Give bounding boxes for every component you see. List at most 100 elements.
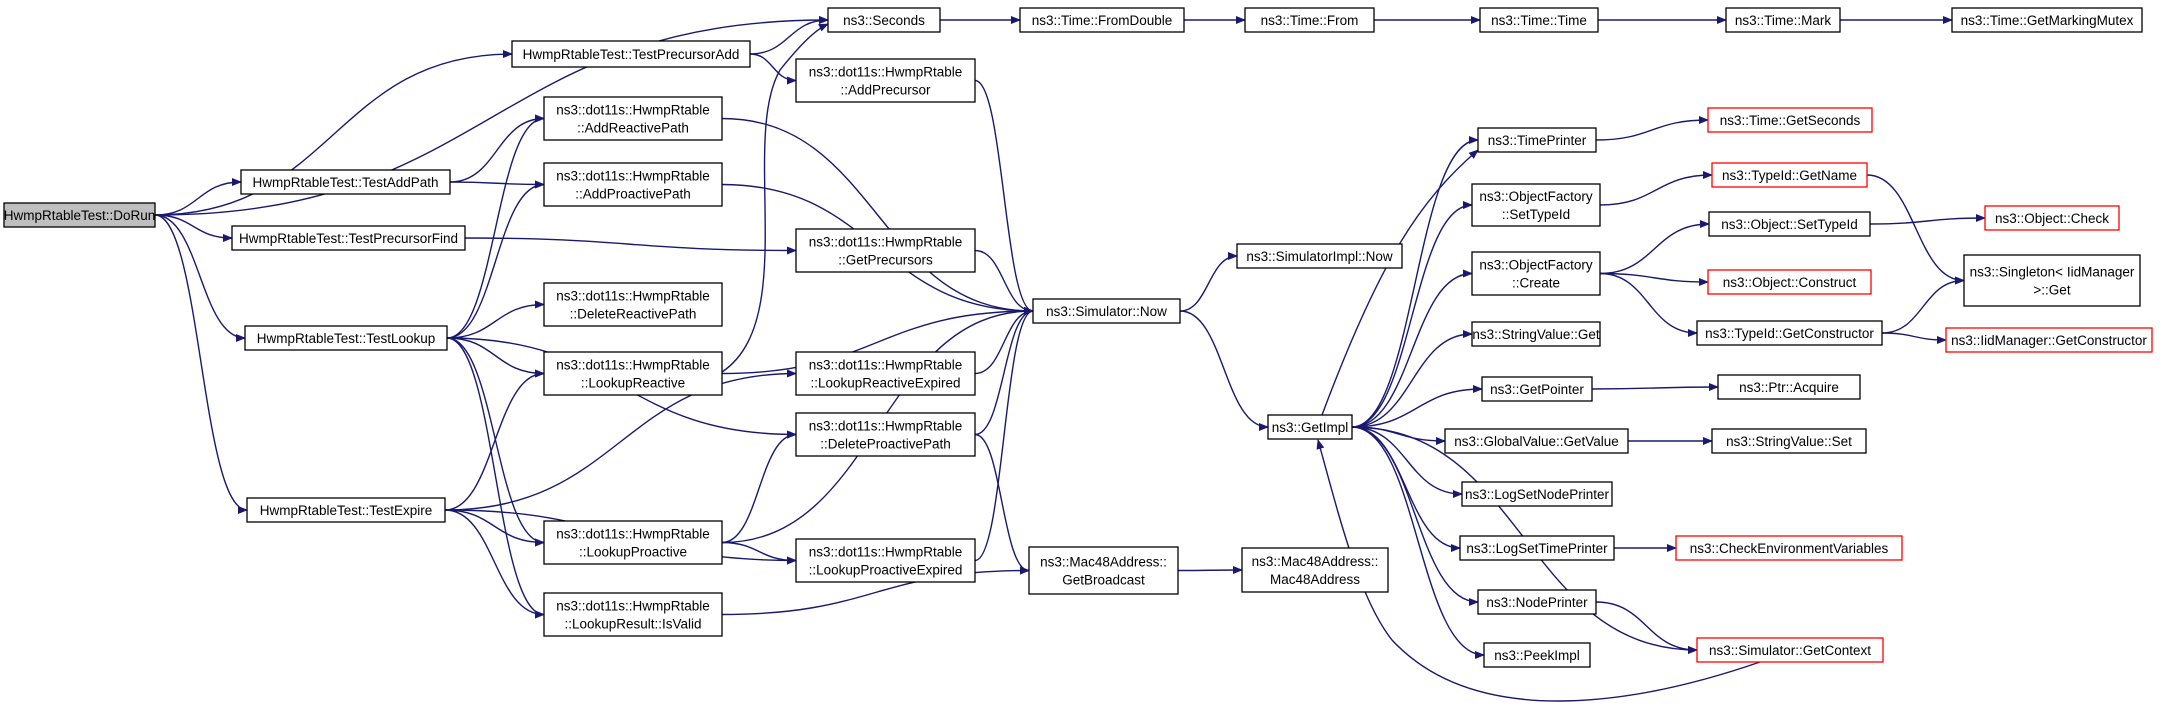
node-label: ns3::StringValue::Set bbox=[1726, 434, 1852, 449]
node-box bbox=[1725, 7, 1841, 33]
edge-testlookup-to-isvalid bbox=[446, 337, 545, 619]
edge-lookupproactive-to-lookupproactiveexpired bbox=[721, 541, 797, 565]
node-addprecursor[interactable]: ns3::dot11s::HwmpRtable::AddPrecursor bbox=[795, 58, 976, 103]
node-addreactivepath[interactable]: ns3::dot11s::HwmpRtable::AddReactivePath bbox=[543, 96, 723, 141]
node-label: ::DeleteProactivePath bbox=[820, 437, 951, 452]
node-getpointer[interactable]: ns3::GetPointer bbox=[1481, 376, 1593, 402]
node-simgetcontext[interactable]: ns3::Simulator::GetContext bbox=[1696, 637, 1884, 663]
node-label: ::LookupProactiveExpired bbox=[809, 563, 963, 578]
node-lookupproactive[interactable]: ns3::dot11s::HwmpRtable::LookupProactive bbox=[543, 520, 723, 565]
node-typeidgetconstructor[interactable]: ns3::TypeId::GetConstructor bbox=[1696, 320, 1883, 346]
node-timetime[interactable]: ns3::Time::Time bbox=[1479, 7, 1599, 33]
node-box bbox=[3, 202, 156, 228]
node-box bbox=[543, 96, 723, 141]
node-ofcreate[interactable]: ns3::ObjectFactory::Create bbox=[1471, 251, 1601, 296]
node-label: ns3::Ptr::Acquire bbox=[1739, 380, 1839, 395]
edge-getimpl-to-stringvalueget bbox=[1351, 330, 1473, 428]
node-layer: HwmpRtableTest::DoRunHwmpRtableTest::Tes… bbox=[3, 7, 2153, 668]
node-timeprinter[interactable]: ns3::TimePrinter bbox=[1477, 127, 1597, 153]
node-testexpire[interactable]: HwmpRtableTest::TestExpire bbox=[246, 497, 446, 523]
node-timemark[interactable]: ns3::Time::Mark bbox=[1725, 7, 1841, 33]
node-label: ::AddPrecursor bbox=[840, 83, 931, 98]
node-label: ns3::dot11s::HwmpRtable bbox=[556, 358, 710, 373]
node-deletereactivepath[interactable]: ns3::dot11s::HwmpRtable::DeleteReactiveP… bbox=[543, 282, 723, 327]
edge-dorun-to-seconds bbox=[154, 16, 829, 216]
node-label: ns3::Singleton< IidManager bbox=[1970, 265, 2135, 280]
node-mac48address[interactable]: ns3::Mac48Address::Mac48Address bbox=[1241, 547, 1389, 593]
node-testlookup[interactable]: HwmpRtableTest::TestLookup bbox=[244, 325, 448, 351]
node-settypeid[interactable]: ns3::ObjectFactory::SetTypeId bbox=[1471, 183, 1601, 227]
node-getbroadcast[interactable]: ns3::Mac48Address::GetBroadcast bbox=[1028, 546, 1179, 595]
edge-lookupreactive-to-simnow bbox=[721, 307, 1034, 375]
node-box bbox=[511, 40, 751, 68]
node-box bbox=[795, 351, 976, 396]
node-label: HwmpRtableTest::DoRun bbox=[4, 208, 156, 223]
node-box bbox=[543, 351, 723, 396]
node-box bbox=[795, 228, 976, 273]
node-getmarkingmutex[interactable]: ns3::Time::GetMarkingMutex bbox=[1951, 7, 2143, 33]
node-globalvaluegetvalue[interactable]: ns3::GlobalValue::GetValue bbox=[1444, 428, 1629, 454]
edge-addprecursor-to-simnow bbox=[974, 79, 1034, 315]
node-addproactivepath[interactable]: ns3::dot11s::HwmpRtable::AddProactivePat… bbox=[543, 162, 723, 207]
node-box bbox=[1241, 547, 1389, 593]
node-deleteproactivepath[interactable]: ns3::dot11s::HwmpRtable::DeleteProactive… bbox=[795, 412, 976, 457]
edge-dorun-to-testlookup bbox=[154, 214, 246, 342]
node-singletonget[interactable]: ns3::Singleton< IidManager >::Get bbox=[1963, 254, 2141, 307]
node-label: ns3::Time::GetSeconds bbox=[1720, 113, 1861, 128]
node-testprecursorfind[interactable]: HwmpRtableTest::TestPrecursorFind bbox=[231, 225, 466, 251]
node-box bbox=[1708, 211, 1871, 237]
node-isvalid[interactable]: ns3::dot11s::HwmpRtable::LookupResult::I… bbox=[543, 592, 723, 637]
node-seconds[interactable]: ns3::Seconds bbox=[827, 7, 941, 33]
node-stringvalueget[interactable]: ns3::StringValue::Get bbox=[1471, 321, 1601, 347]
node-getimpl[interactable]: ns3::GetImpl bbox=[1267, 414, 1353, 440]
node-timegetseconds[interactable]: ns3::Time::GetSeconds bbox=[1707, 107, 1873, 133]
edge-getimpl-to-settypeid bbox=[1351, 201, 1473, 428]
edge-simgetcontext-to-getimpl bbox=[1316, 439, 1761, 702]
node-getprecursors[interactable]: ns3::dot11s::HwmpRtable::GetPrecursors bbox=[795, 228, 976, 273]
node-label: ns3::IidManager::GetConstructor bbox=[1951, 333, 2147, 348]
edge-simnow-to-getimpl bbox=[1179, 310, 1269, 431]
node-logsettimeprinter[interactable]: ns3::LogSetTimePrinter bbox=[1459, 535, 1615, 561]
node-box bbox=[1483, 642, 1591, 668]
node-label: ns3::dot11s::HwmpRtable bbox=[556, 289, 710, 304]
node-box bbox=[1711, 428, 1867, 454]
node-objectsettypeid[interactable]: ns3::Object::SetTypeId bbox=[1708, 211, 1871, 237]
node-lookupreactiveexpired[interactable]: ns3::dot11s::HwmpRtable::LookupReactiveE… bbox=[795, 351, 976, 396]
node-lookupreactive[interactable]: ns3::dot11s::HwmpRtable::LookupReactive bbox=[543, 351, 723, 396]
edge-testexpire-to-lookupreactive bbox=[444, 369, 545, 511]
node-nodeprinter[interactable]: ns3::NodePrinter bbox=[1477, 589, 1597, 615]
node-label: Mac48Address bbox=[1270, 572, 1360, 587]
edge-ofcreate-to-objectconstruct bbox=[1599, 272, 1709, 286]
node-typeidgetname[interactable]: ns3::TypeId::GetName bbox=[1711, 162, 1868, 188]
node-lookupproactiveexpired[interactable]: ns3::dot11s::HwmpRtable::LookupProactive… bbox=[795, 538, 976, 583]
edge-testprecursoradd-to-seconds bbox=[749, 16, 829, 55]
node-timefrom[interactable]: ns3::Time::From bbox=[1244, 7, 1375, 33]
node-box bbox=[1444, 428, 1629, 454]
node-label: HwmpRtableTest::TestPrecursorAdd bbox=[523, 47, 740, 62]
node-box bbox=[1477, 589, 1597, 615]
node-simnow[interactable]: ns3::Simulator::Now bbox=[1032, 298, 1181, 324]
node-testaddpath[interactable]: HwmpRtableTest::TestAddPath bbox=[240, 169, 451, 195]
node-checkenvvars[interactable]: ns3::CheckEnvironmentVariables bbox=[1675, 535, 1903, 561]
node-ptracquire[interactable]: ns3::Ptr::Acquire bbox=[1717, 374, 1861, 400]
node-box bbox=[795, 58, 976, 103]
node-stringvalueset[interactable]: ns3::StringValue::Set bbox=[1711, 428, 1867, 454]
node-iidmanagergetconstructor[interactable]: ns3::IidManager::GetConstructor bbox=[1945, 327, 2153, 353]
node-dorun[interactable]: HwmpRtableTest::DoRun bbox=[3, 202, 156, 228]
node-objectconstruct[interactable]: ns3::Object::Construct bbox=[1707, 269, 1872, 295]
edge-dorun-to-testprecursorfind bbox=[154, 214, 233, 242]
node-testprecursoradd[interactable]: HwmpRtableTest::TestPrecursorAdd bbox=[511, 40, 751, 68]
node-label: ns3::GlobalValue::GetValue bbox=[1454, 434, 1619, 449]
node-timefromdouble[interactable]: ns3::Time::FromDouble bbox=[1019, 7, 1185, 33]
node-peekimpl[interactable]: ns3::PeekImpl bbox=[1483, 642, 1591, 668]
node-label: ns3::dot11s::HwmpRtable bbox=[556, 169, 710, 184]
node-simimplnow[interactable]: ns3::SimulatorImpl::Now bbox=[1236, 243, 1403, 269]
node-box bbox=[231, 225, 466, 251]
node-objectcheck[interactable]: ns3::Object::Check bbox=[1984, 205, 2120, 231]
node-label: ::LookupReactive bbox=[581, 376, 685, 391]
edge-getimpl-to-logsettimeprinter bbox=[1351, 426, 1461, 552]
node-box bbox=[1707, 269, 1872, 295]
node-logsetnodeprinter[interactable]: ns3::LogSetNodePrinter bbox=[1461, 481, 1613, 507]
edge-layer bbox=[154, 16, 1986, 702]
node-label: ns3::Object::SetTypeId bbox=[1721, 217, 1858, 232]
